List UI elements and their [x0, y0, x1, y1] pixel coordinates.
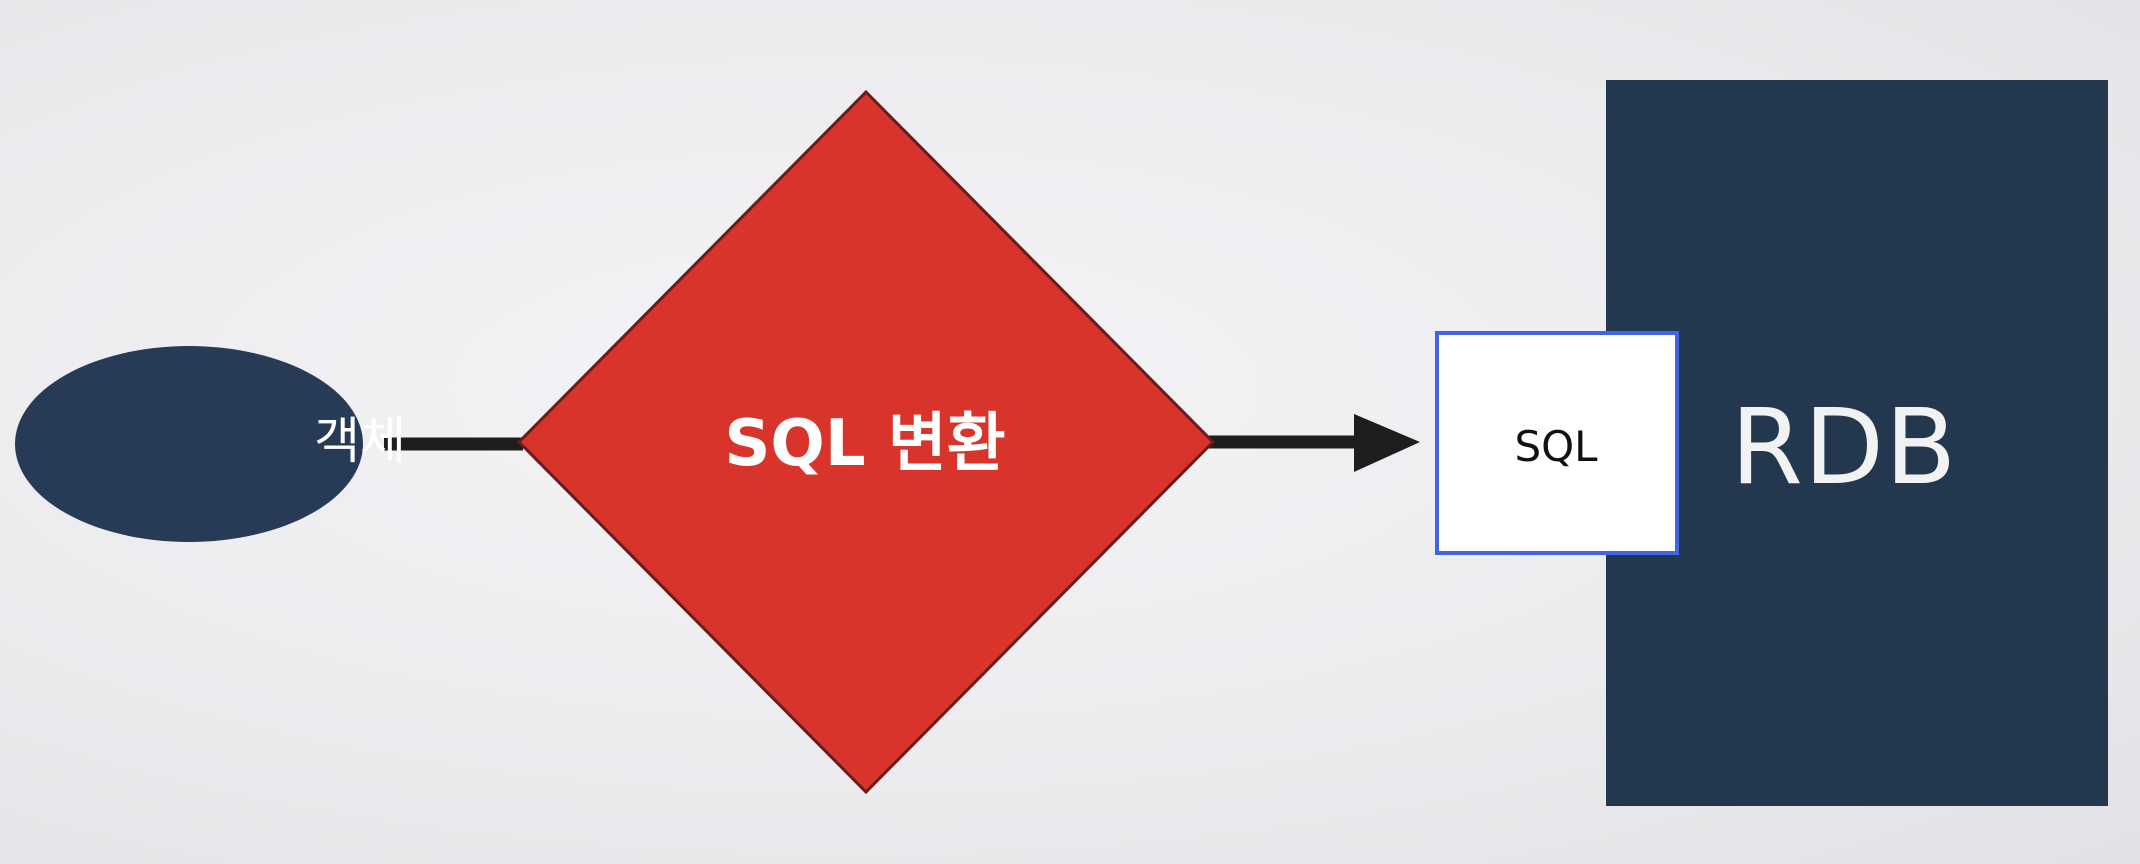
object-label: 객체	[314, 412, 406, 470]
sql-box	[1435, 331, 1679, 555]
sql-convert-diamond	[516, 89, 1216, 795]
sql-box-label: SQL	[1514, 422, 1598, 471]
sql-convert-label: SQL 변환	[724, 407, 1006, 481]
object-ellipse	[15, 346, 363, 542]
rdb-label: RDB	[1730, 386, 1958, 508]
arrowhead-icon	[1354, 414, 1420, 472]
rdb-block	[1606, 80, 2108, 806]
